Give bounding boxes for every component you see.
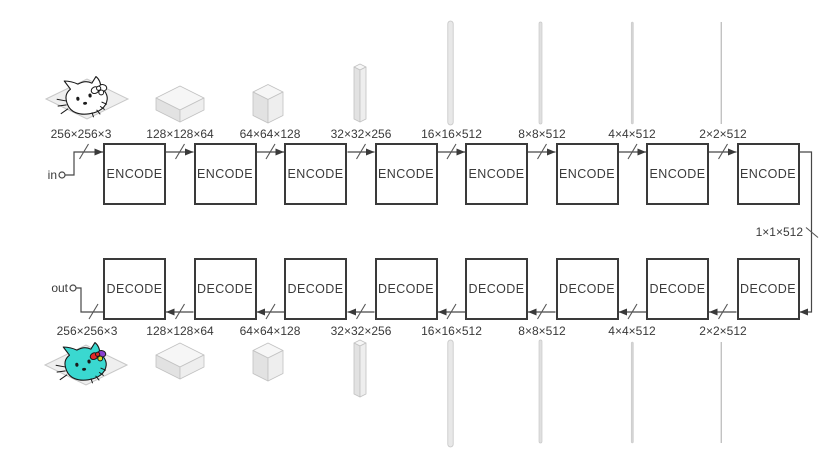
encode-box-label: ENCODE [378,167,434,181]
hello-kitty-output-icon [55,341,107,384]
encode-box-1: ENCODE [103,143,166,205]
decode-box-6: DECODE [555,258,619,320]
encoder-stage-label-2: 128×128×64 [146,127,214,141]
tensor-128x128x64-icon [155,85,205,123]
tensor-16x16x512-icon [447,20,454,126]
decode-box-label: DECODE [106,282,163,296]
decode-box-7: DECODE [646,258,709,320]
encoder-stage-label-7: 4×4×512 [608,127,656,141]
encoder-stage-label-4: 32×32×256 [330,127,392,141]
encode-box-label: ENCODE [106,167,163,181]
encode-box-label: ENCODE [468,167,525,181]
encode-box-8: ENCODE [736,143,800,205]
decode-box-label: DECODE [197,282,253,296]
decode-box-4: DECODE [374,258,438,320]
encoder-stage-label-6: 8×8×512 [518,127,566,141]
decode-box-label: DECODE [740,282,796,296]
output-terminal-icon [69,284,77,292]
encode-box-3: ENCODE [284,143,347,205]
tensor-64x64x128-icon [252,84,284,124]
encode-box-label: ENCODE [287,167,344,181]
decode-box-label: DECODE [468,282,525,296]
encoder-stage-label-3: 64×64×128 [239,127,301,141]
decode-box-1: DECODE [103,258,166,320]
encode-box-4: ENCODE [374,143,438,205]
input-terminal-icon [58,171,66,179]
tensor-64x64x128-out-icon [252,342,284,382]
encode-box-label: ENCODE [559,167,615,181]
hello-kitty-input-icon [56,75,108,118]
tensor-16x16x512-out-icon [447,339,454,448]
input-port-label: in [47,168,57,182]
decode-box-label: DECODE [378,282,434,296]
decode-box-label: DECODE [287,282,344,296]
tensor-4x4x512-icon [630,21,634,125]
decode-box-8: DECODE [736,258,800,320]
tensor-8x8x512-out-icon [538,339,543,444]
output-port-label: out [51,281,68,295]
decoder-stage-label-7: 4×4×512 [608,324,656,338]
encoder-stage-label-8: 2×2×512 [699,127,747,141]
decoder-stage-label-4: 32×32×256 [330,324,392,338]
decoder-stage-label-5: 16×16×512 [421,324,482,338]
decoder-stage-label-3: 64×64×128 [239,324,301,338]
decode-box-2: DECODE [193,258,257,320]
encode-box-label: ENCODE [197,167,253,181]
decode-box-5: DECODE [465,258,528,320]
decoder-stage-label-6: 8×8×512 [518,324,566,338]
tensor-8x8x512-icon [538,21,543,125]
encode-box-label: ENCODE [740,167,796,181]
decoder-stage-label-1: 256×256×3 [56,324,118,338]
tensor-32x32x256-icon [353,63,367,123]
decoder-stage-label-2: 128×128×64 [146,324,214,338]
bus-slash-ticks [79,143,819,320]
decode-box-label: DECODE [649,282,706,296]
decode-box-3: DECODE [284,258,347,320]
encode-box-2: ENCODE [193,143,257,205]
encode-box-7: ENCODE [646,143,709,205]
encode-box-label: ENCODE [649,167,706,181]
tensor-32x32x256-out-icon [353,339,367,398]
decoder-stage-label-8: 2×2×512 [699,324,747,338]
bottleneck-label: 1×1×512 [755,225,803,239]
decode-box-label: DECODE [559,282,615,296]
encode-box-5: ENCODE [465,143,528,205]
tensor-4x4x512-out-icon [630,341,634,444]
encoder-stage-label-5: 16×16×512 [421,127,482,141]
encode-box-6: ENCODE [555,143,619,205]
tensor-128x128x64-out-icon [155,342,205,380]
encoder-stage-label-1: 256×256×3 [50,127,112,141]
